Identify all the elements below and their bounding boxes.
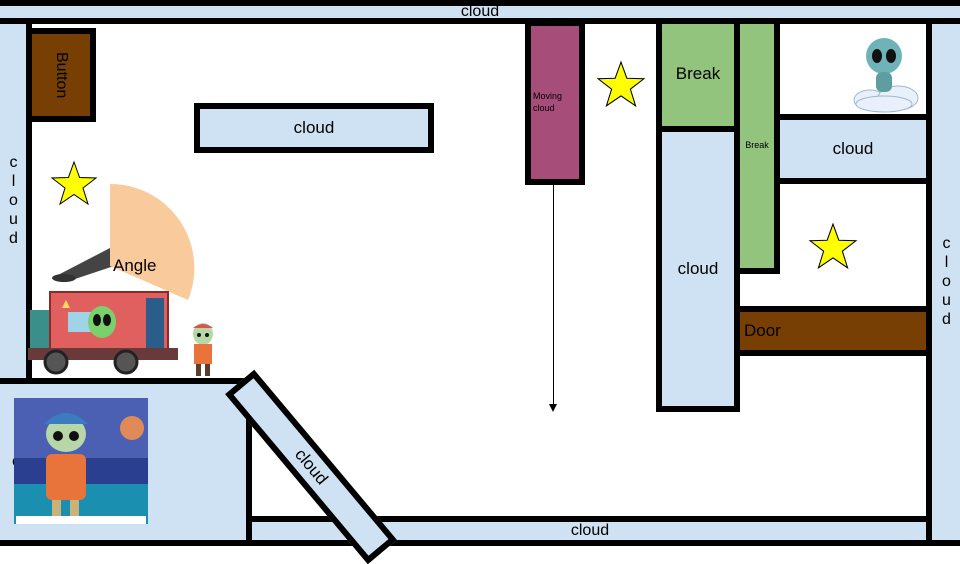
movement-arrow-head xyxy=(549,404,557,412)
middle-cloud-platform: cloud xyxy=(194,103,434,153)
left-cloud-wall: cloud xyxy=(0,18,32,384)
star-icon xyxy=(50,160,98,206)
right-upper-cloud-label: cloud xyxy=(832,139,874,158)
cannon-icon xyxy=(52,248,122,282)
diagonal-cloud-label: cloud xyxy=(291,444,332,489)
button-block[interactable]: Button xyxy=(26,28,96,122)
angle-sector[interactable] xyxy=(108,182,200,306)
center-cloud-label: cloud xyxy=(677,259,719,278)
right-upper-cloud-platform: cloud xyxy=(774,114,932,184)
angle-label: Angle xyxy=(113,256,157,275)
star-icon xyxy=(596,60,646,108)
top-cloud-label: cloud xyxy=(460,3,500,20)
alien-on-cloud-icon xyxy=(853,38,919,113)
door-label: Door xyxy=(744,321,781,340)
star-icon xyxy=(808,222,858,270)
center-cloud-platform: cloud xyxy=(656,126,740,412)
moving-cloud-label: Moving cloud xyxy=(533,90,563,113)
left-cloud-label: cloud xyxy=(5,153,22,249)
right-cloud-wall: cloud xyxy=(926,18,960,546)
movement-arrow xyxy=(553,184,554,406)
break-2-label: Break xyxy=(745,140,769,150)
right-cloud-label: cloud xyxy=(938,234,955,330)
moving-cloud-block[interactable]: Moving cloud xyxy=(525,20,585,185)
button-label: Button xyxy=(53,51,70,99)
alien-character-icon xyxy=(193,323,213,376)
top-cloud-platform: cloud xyxy=(0,0,960,24)
break-1-label: Break xyxy=(675,64,721,83)
bottom-cloud-label: cloud xyxy=(570,522,610,539)
alien-portrait-icon xyxy=(14,398,148,524)
middle-cloud-label: cloud xyxy=(293,118,335,137)
alien-truck-icon xyxy=(28,291,178,375)
door-block[interactable]: Door xyxy=(734,306,932,356)
break-block-1[interactable]: Break xyxy=(656,18,740,132)
